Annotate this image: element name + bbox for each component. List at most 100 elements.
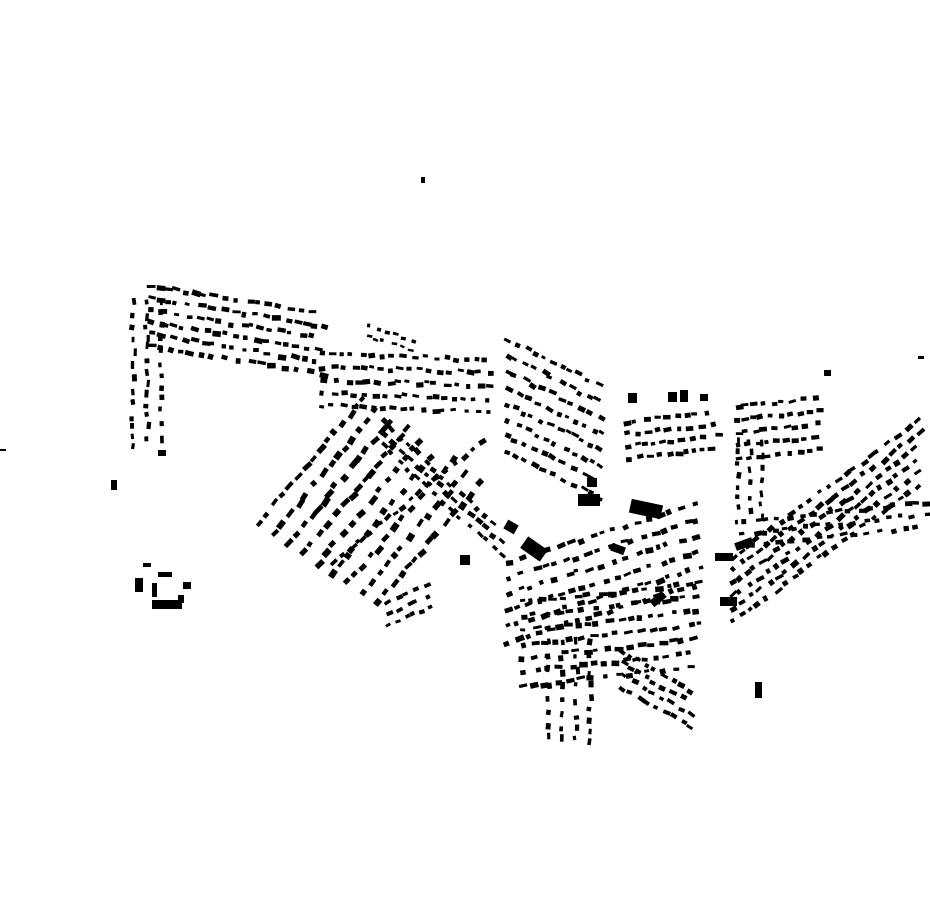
building: [485, 383, 494, 389]
building: [353, 483, 364, 494]
building: [475, 409, 482, 414]
building: [527, 413, 533, 419]
building: [838, 522, 844, 528]
building: [658, 439, 667, 445]
building: [576, 675, 586, 681]
building: [319, 467, 329, 479]
building: [271, 315, 281, 321]
building: [565, 367, 573, 374]
building: [386, 448, 394, 456]
building: [848, 465, 856, 473]
building: [781, 568, 788, 575]
building: [404, 561, 413, 570]
building: [734, 417, 741, 423]
building: [597, 563, 606, 571]
building: [679, 693, 688, 701]
building: [790, 526, 798, 532]
building: [320, 323, 329, 331]
building: [618, 589, 628, 596]
building: [660, 527, 669, 536]
building: [263, 352, 271, 356]
building: [549, 359, 558, 366]
building: [664, 573, 670, 580]
building: [603, 578, 611, 585]
building: [700, 394, 708, 401]
building: [686, 688, 694, 696]
building: [294, 472, 304, 481]
building: [561, 604, 568, 610]
building: [608, 603, 615, 610]
building: [432, 408, 441, 415]
building: [876, 528, 883, 533]
building: [384, 330, 391, 335]
building: [190, 336, 200, 343]
building: [644, 674, 650, 680]
building: [707, 446, 716, 452]
building: [643, 416, 652, 422]
building: [902, 489, 912, 498]
building: [380, 450, 389, 459]
building: [631, 677, 640, 686]
building: [255, 324, 265, 331]
building: [650, 666, 656, 672]
building: [485, 398, 490, 403]
building: [655, 577, 666, 586]
building: [284, 481, 294, 491]
building: [537, 384, 547, 392]
building: [623, 629, 633, 635]
building: [548, 597, 557, 601]
building: [458, 490, 467, 499]
building: [439, 408, 445, 413]
building: [755, 547, 764, 555]
building: [755, 575, 765, 583]
building: [529, 681, 539, 689]
building: [366, 323, 371, 328]
building: [525, 426, 533, 433]
building: [212, 330, 222, 338]
building: [355, 380, 363, 385]
building: [518, 683, 528, 689]
building: [445, 370, 452, 376]
building: [772, 438, 780, 443]
building: [517, 570, 524, 576]
building: [435, 480, 445, 489]
building: [824, 370, 831, 376]
building: [636, 453, 644, 460]
building: [745, 455, 752, 461]
building: [885, 515, 892, 520]
building: [626, 665, 635, 673]
building: [698, 424, 707, 430]
building: [646, 563, 651, 568]
building: [649, 590, 667, 608]
building: [414, 437, 424, 447]
building: [511, 356, 518, 362]
building: [128, 324, 135, 331]
building: [527, 616, 536, 624]
building: [556, 411, 563, 418]
building: [691, 533, 701, 542]
building: [379, 338, 384, 343]
building: [760, 513, 765, 519]
building: [253, 347, 259, 352]
building: [636, 549, 644, 557]
building: [339, 528, 349, 539]
building: [618, 685, 626, 693]
building: [306, 367, 315, 375]
building: [347, 351, 353, 357]
building: [840, 536, 849, 544]
building: [514, 342, 521, 349]
building: [781, 526, 788, 531]
building: [337, 559, 346, 568]
building: [159, 421, 164, 427]
building: [759, 477, 765, 484]
building: [651, 530, 662, 537]
building: [889, 502, 896, 508]
building: [779, 413, 785, 419]
building: [465, 495, 474, 504]
building: [558, 397, 567, 404]
building: [129, 416, 134, 422]
building: [644, 546, 654, 555]
building: [441, 489, 449, 497]
building: [144, 411, 149, 417]
building: [571, 451, 578, 457]
